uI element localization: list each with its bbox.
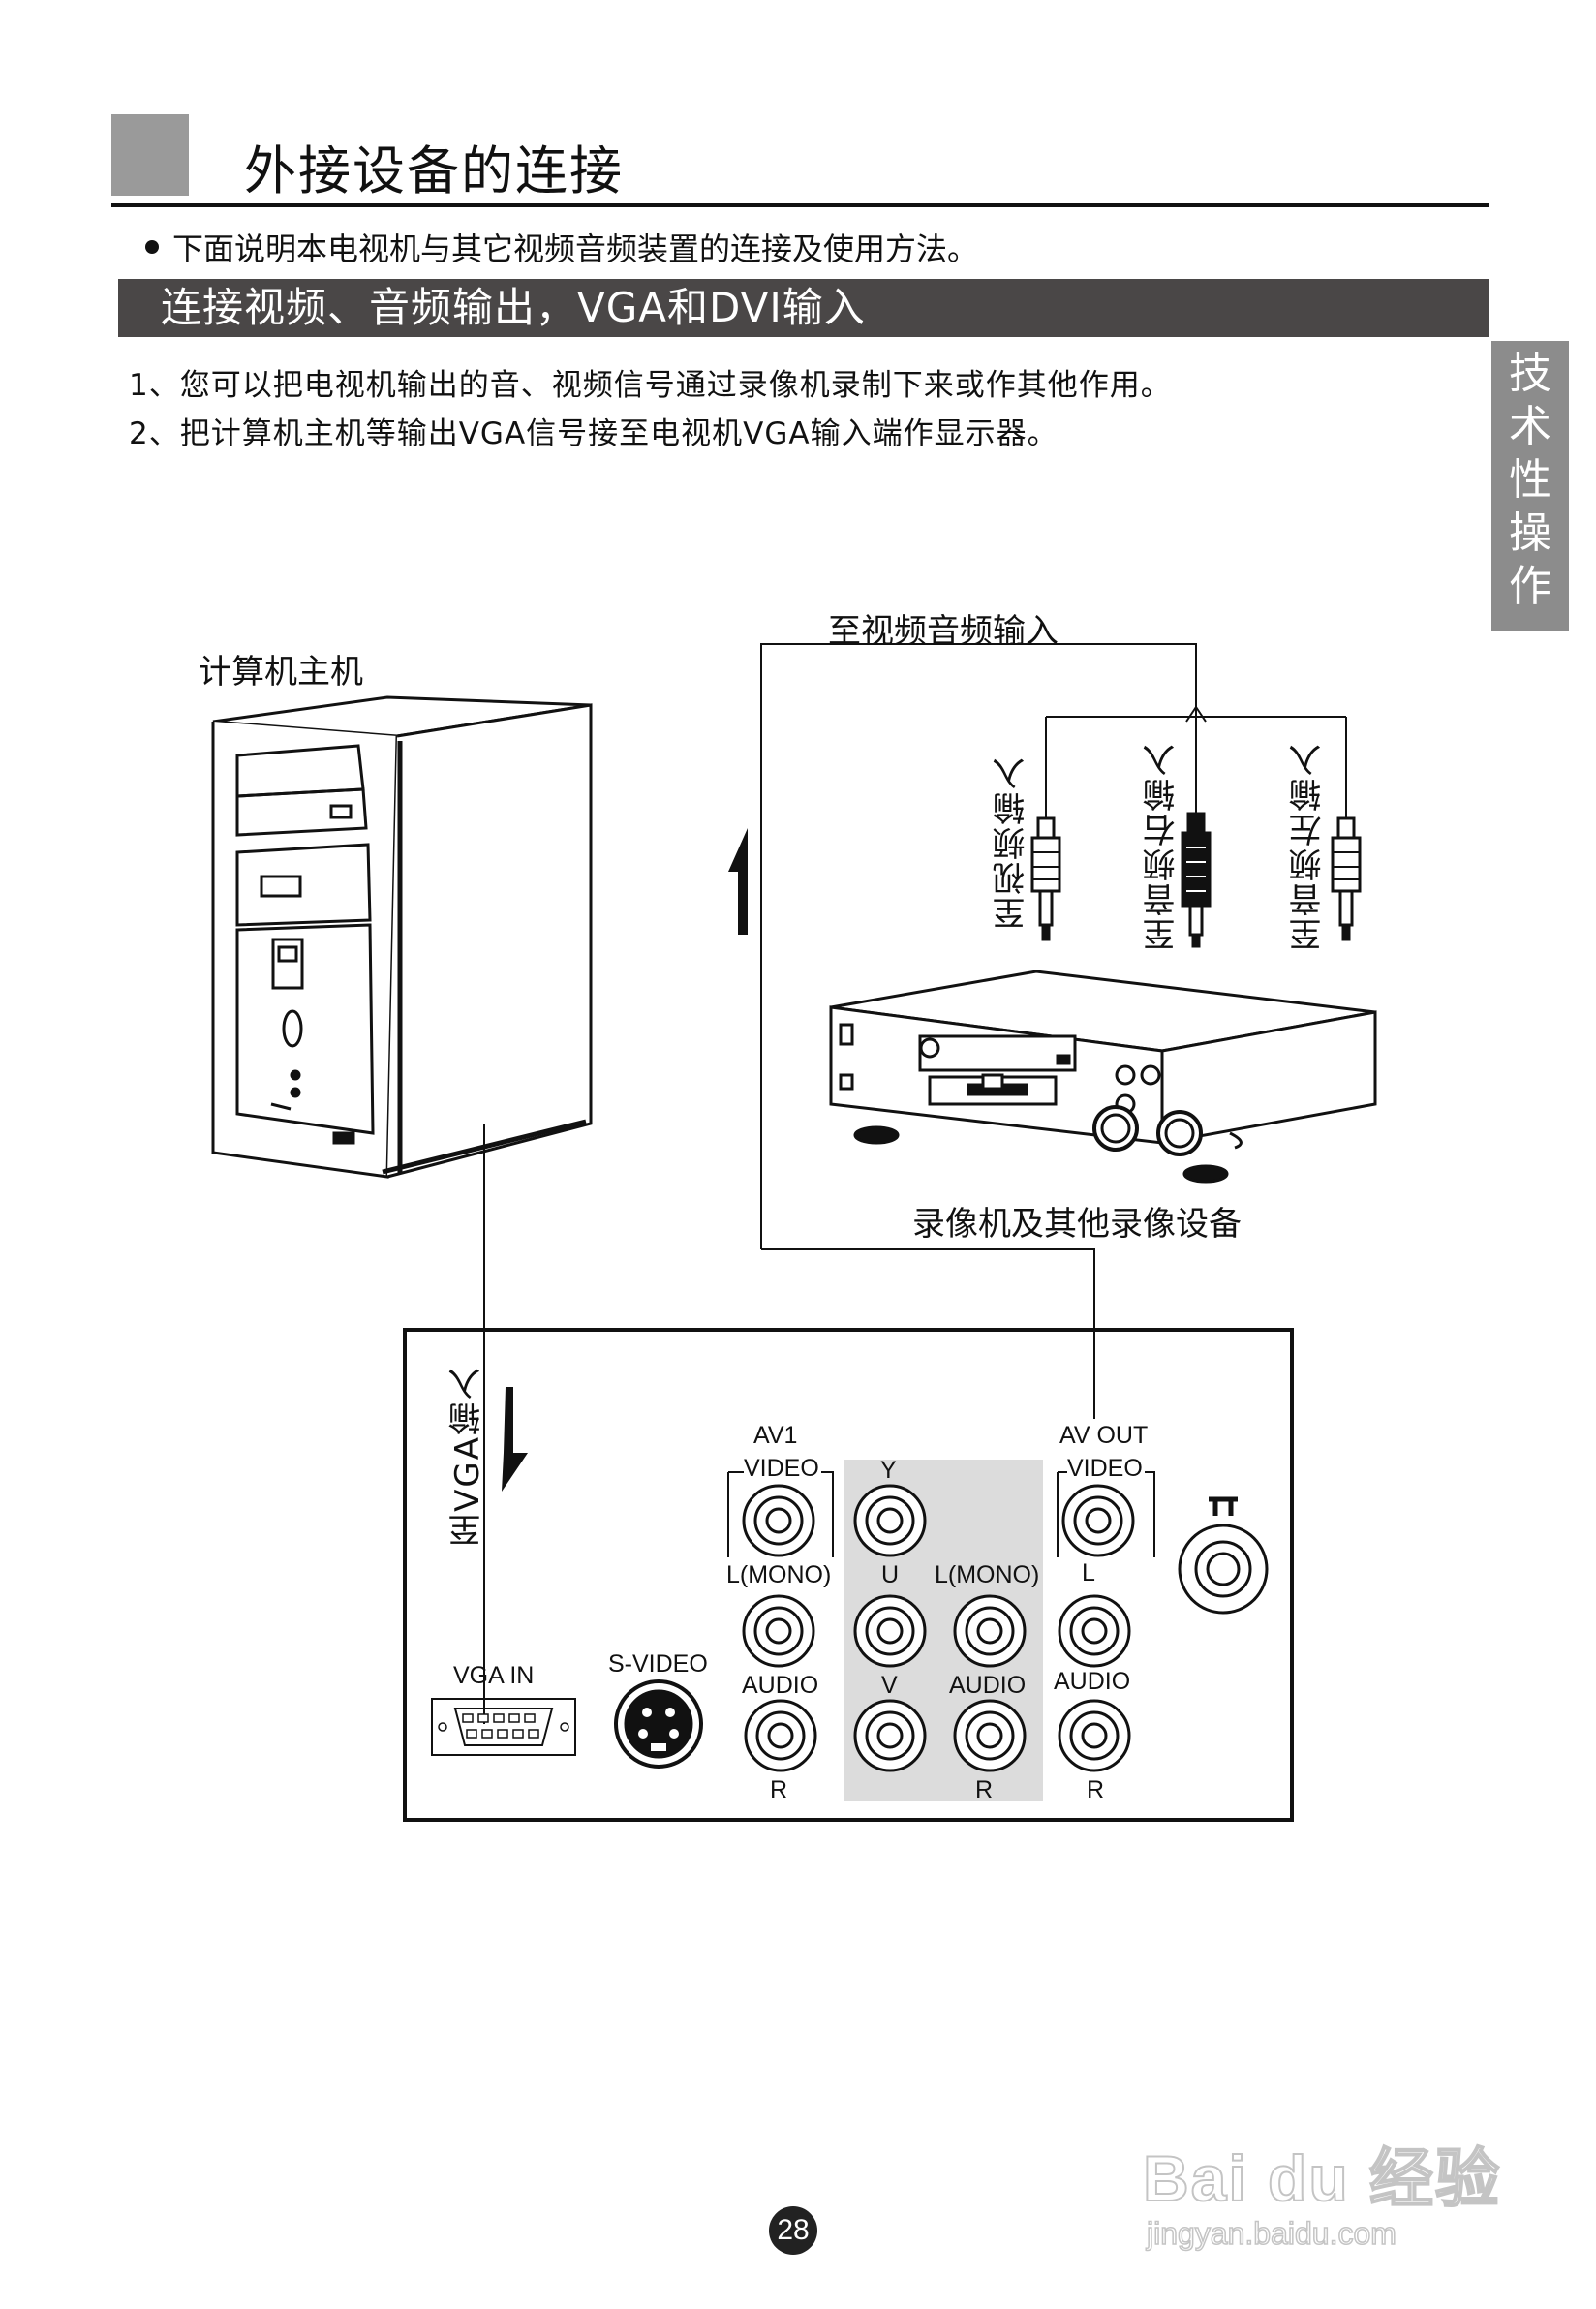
v-label: V <box>881 1672 898 1699</box>
jack-v <box>853 1699 927 1772</box>
avout-video-label: VIDEO <box>1067 1455 1143 1482</box>
avout-audio-label: AUDIO <box>1054 1668 1131 1695</box>
computer-label: 计算机主机 <box>199 653 363 692</box>
jack-y <box>853 1484 927 1557</box>
intro-text: 下面说明本电视机与其它视频音频装置的连接及使用方法。 <box>145 225 978 269</box>
mid-audio-label: AUDIO <box>949 1672 1027 1699</box>
jack-mid-l <box>953 1594 1027 1668</box>
watermark-logo: Bai du 经验 <box>1142 2141 1502 2215</box>
section-band <box>118 279 1489 337</box>
mid-lmono-label: L(MONO) <box>935 1561 1040 1588</box>
u-label: U <box>881 1561 900 1588</box>
av1-video-label: VIDEO <box>744 1455 819 1482</box>
vga-input-label: 至VGA输入 <box>448 1366 487 1547</box>
jack-avout-l <box>1058 1594 1131 1668</box>
avout-label: AV OUT <box>1059 1422 1149 1449</box>
av1-label: AV1 <box>753 1422 798 1449</box>
side-tab-char: 性 <box>1509 455 1551 505</box>
intro-label: 下面说明本电视机与其它视频音频装置的连接及使用方法。 <box>172 231 979 267</box>
jack-s-video <box>614 1679 703 1769</box>
rca-plug-video <box>1030 816 1061 941</box>
jack-av1-l <box>742 1594 815 1668</box>
avout-r-label: R <box>1087 1776 1105 1803</box>
page-number: 28 <box>769 2206 817 2255</box>
plug-video-label: 至视频输入 <box>993 755 1031 930</box>
jack-avout-r <box>1058 1699 1131 1772</box>
side-tab-char: 技 <box>1509 349 1551 398</box>
instruction-line-2: 2、把计算机主机等输出VGA信号接至电视机VGA输入端作显示器。 <box>129 416 1059 451</box>
recorder-label: 录像机及其他录像设备 <box>912 1205 1242 1244</box>
mid-r-label: R <box>975 1776 994 1803</box>
y-label: Y <box>880 1457 897 1484</box>
bullet-icon <box>145 240 159 254</box>
computer-tower-illustration <box>211 695 593 1179</box>
rca-plug-audio-left <box>1331 816 1362 941</box>
vga-in-label: VGA IN <box>453 1662 535 1689</box>
jack-antenna <box>1178 1524 1269 1615</box>
title-marker-block <box>111 114 189 196</box>
instruction-line-1: 1、您可以把电视机输出的音、视频信号通过录像机录制下来或作其他作用。 <box>129 368 1172 403</box>
jack-av1-r <box>744 1699 817 1772</box>
section-title: 连接视频、音频输出，VGA和DVI输入 <box>161 284 866 331</box>
jack-mid-r <box>953 1699 1027 1772</box>
av1-lmono-label: L(MONO) <box>726 1561 832 1588</box>
plug-audio-left-label: 至音频左输入 <box>1289 742 1328 951</box>
page-title: 外接设备的连接 <box>244 140 624 201</box>
avout-l-label: L <box>1082 1559 1095 1586</box>
rca-plug-audio-right <box>1181 812 1212 948</box>
jack-av1-video <box>742 1484 815 1557</box>
side-tab-char: 作 <box>1509 562 1551 611</box>
av1-audio-label: AUDIO <box>742 1672 819 1699</box>
recorder-illustration <box>829 970 1377 1184</box>
vga-connector <box>431 1698 576 1756</box>
title-rule <box>111 203 1489 207</box>
side-tab: 技 术 性 操 作 <box>1491 341 1569 631</box>
av-input-label: 至视频音频输入 <box>828 612 1059 651</box>
av1-r-label: R <box>770 1776 788 1803</box>
side-tab-char: 术 <box>1509 402 1551 451</box>
jack-avout-video <box>1061 1484 1135 1557</box>
s-video-label: S-VIDEO <box>608 1650 708 1678</box>
jack-u <box>853 1594 927 1668</box>
side-tab-char: 操 <box>1509 508 1551 558</box>
watermark-url: jingyan.baidu.com <box>1146 2215 1396 2252</box>
plug-audio-right-label: 至音频右输入 <box>1143 742 1182 951</box>
